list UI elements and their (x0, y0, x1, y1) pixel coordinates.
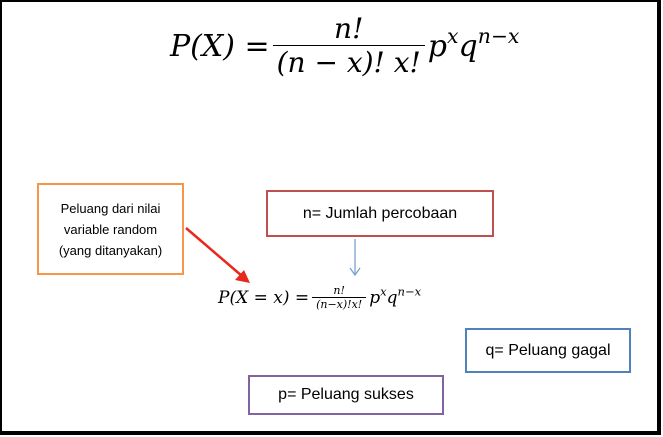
fraction-bar (272, 44, 425, 46)
p-definition-box: p= Peluang sukses (248, 375, 444, 415)
binomial-formula-main: P(X) = n! (n − x)! x! px qn−x (170, 12, 520, 79)
formula-main-fraction: n! (n − x)! x! (272, 12, 425, 79)
formula-annotated-numerator: n! (333, 284, 345, 297)
random-value-line-2: variable random (63, 221, 158, 237)
blue-arrow-to-n (349, 239, 361, 277)
formula-annotated-lhs: P(X = x) = (218, 288, 310, 309)
random-value-line-1: Peluang dari nilai (60, 200, 161, 216)
connector-arrows (185, 227, 361, 283)
formula-main-denominator: (n − x)! x! (276, 45, 421, 79)
random-value-note: Peluang dari nilai variable random (yang… (37, 183, 184, 275)
formula-main-p: px (427, 23, 459, 65)
formula-annotated-fraction: n! (n−x)!x! (312, 284, 367, 312)
formula-main-lhs: P(X) = (170, 29, 270, 65)
formula-annotated-q: qn−x (386, 284, 422, 309)
formula-annotated-p: px (369, 284, 387, 309)
n-definition-label: n= Jumlah percobaan (302, 204, 458, 222)
red-arrow-to-formula (185, 227, 250, 283)
q-definition-box: q= Peluang gagal (465, 328, 631, 373)
formula-main-numerator: n! (334, 12, 364, 45)
p-definition-label: p= Peluang sukses (278, 386, 414, 403)
binomial-formula-annotated: P(X = x) = n! (n−x)!x! px qn−x (218, 284, 422, 312)
random-value-line-3: (yang ditanyakan) (58, 242, 163, 258)
formula-annotated-denominator: (n−x)!x! (316, 298, 363, 312)
formula-main-q: qn−x (458, 23, 520, 65)
n-definition-box: n= Jumlah percobaan (266, 190, 494, 237)
q-definition-label: q= Peluang gagal (485, 341, 611, 359)
fraction-bar (312, 297, 367, 299)
